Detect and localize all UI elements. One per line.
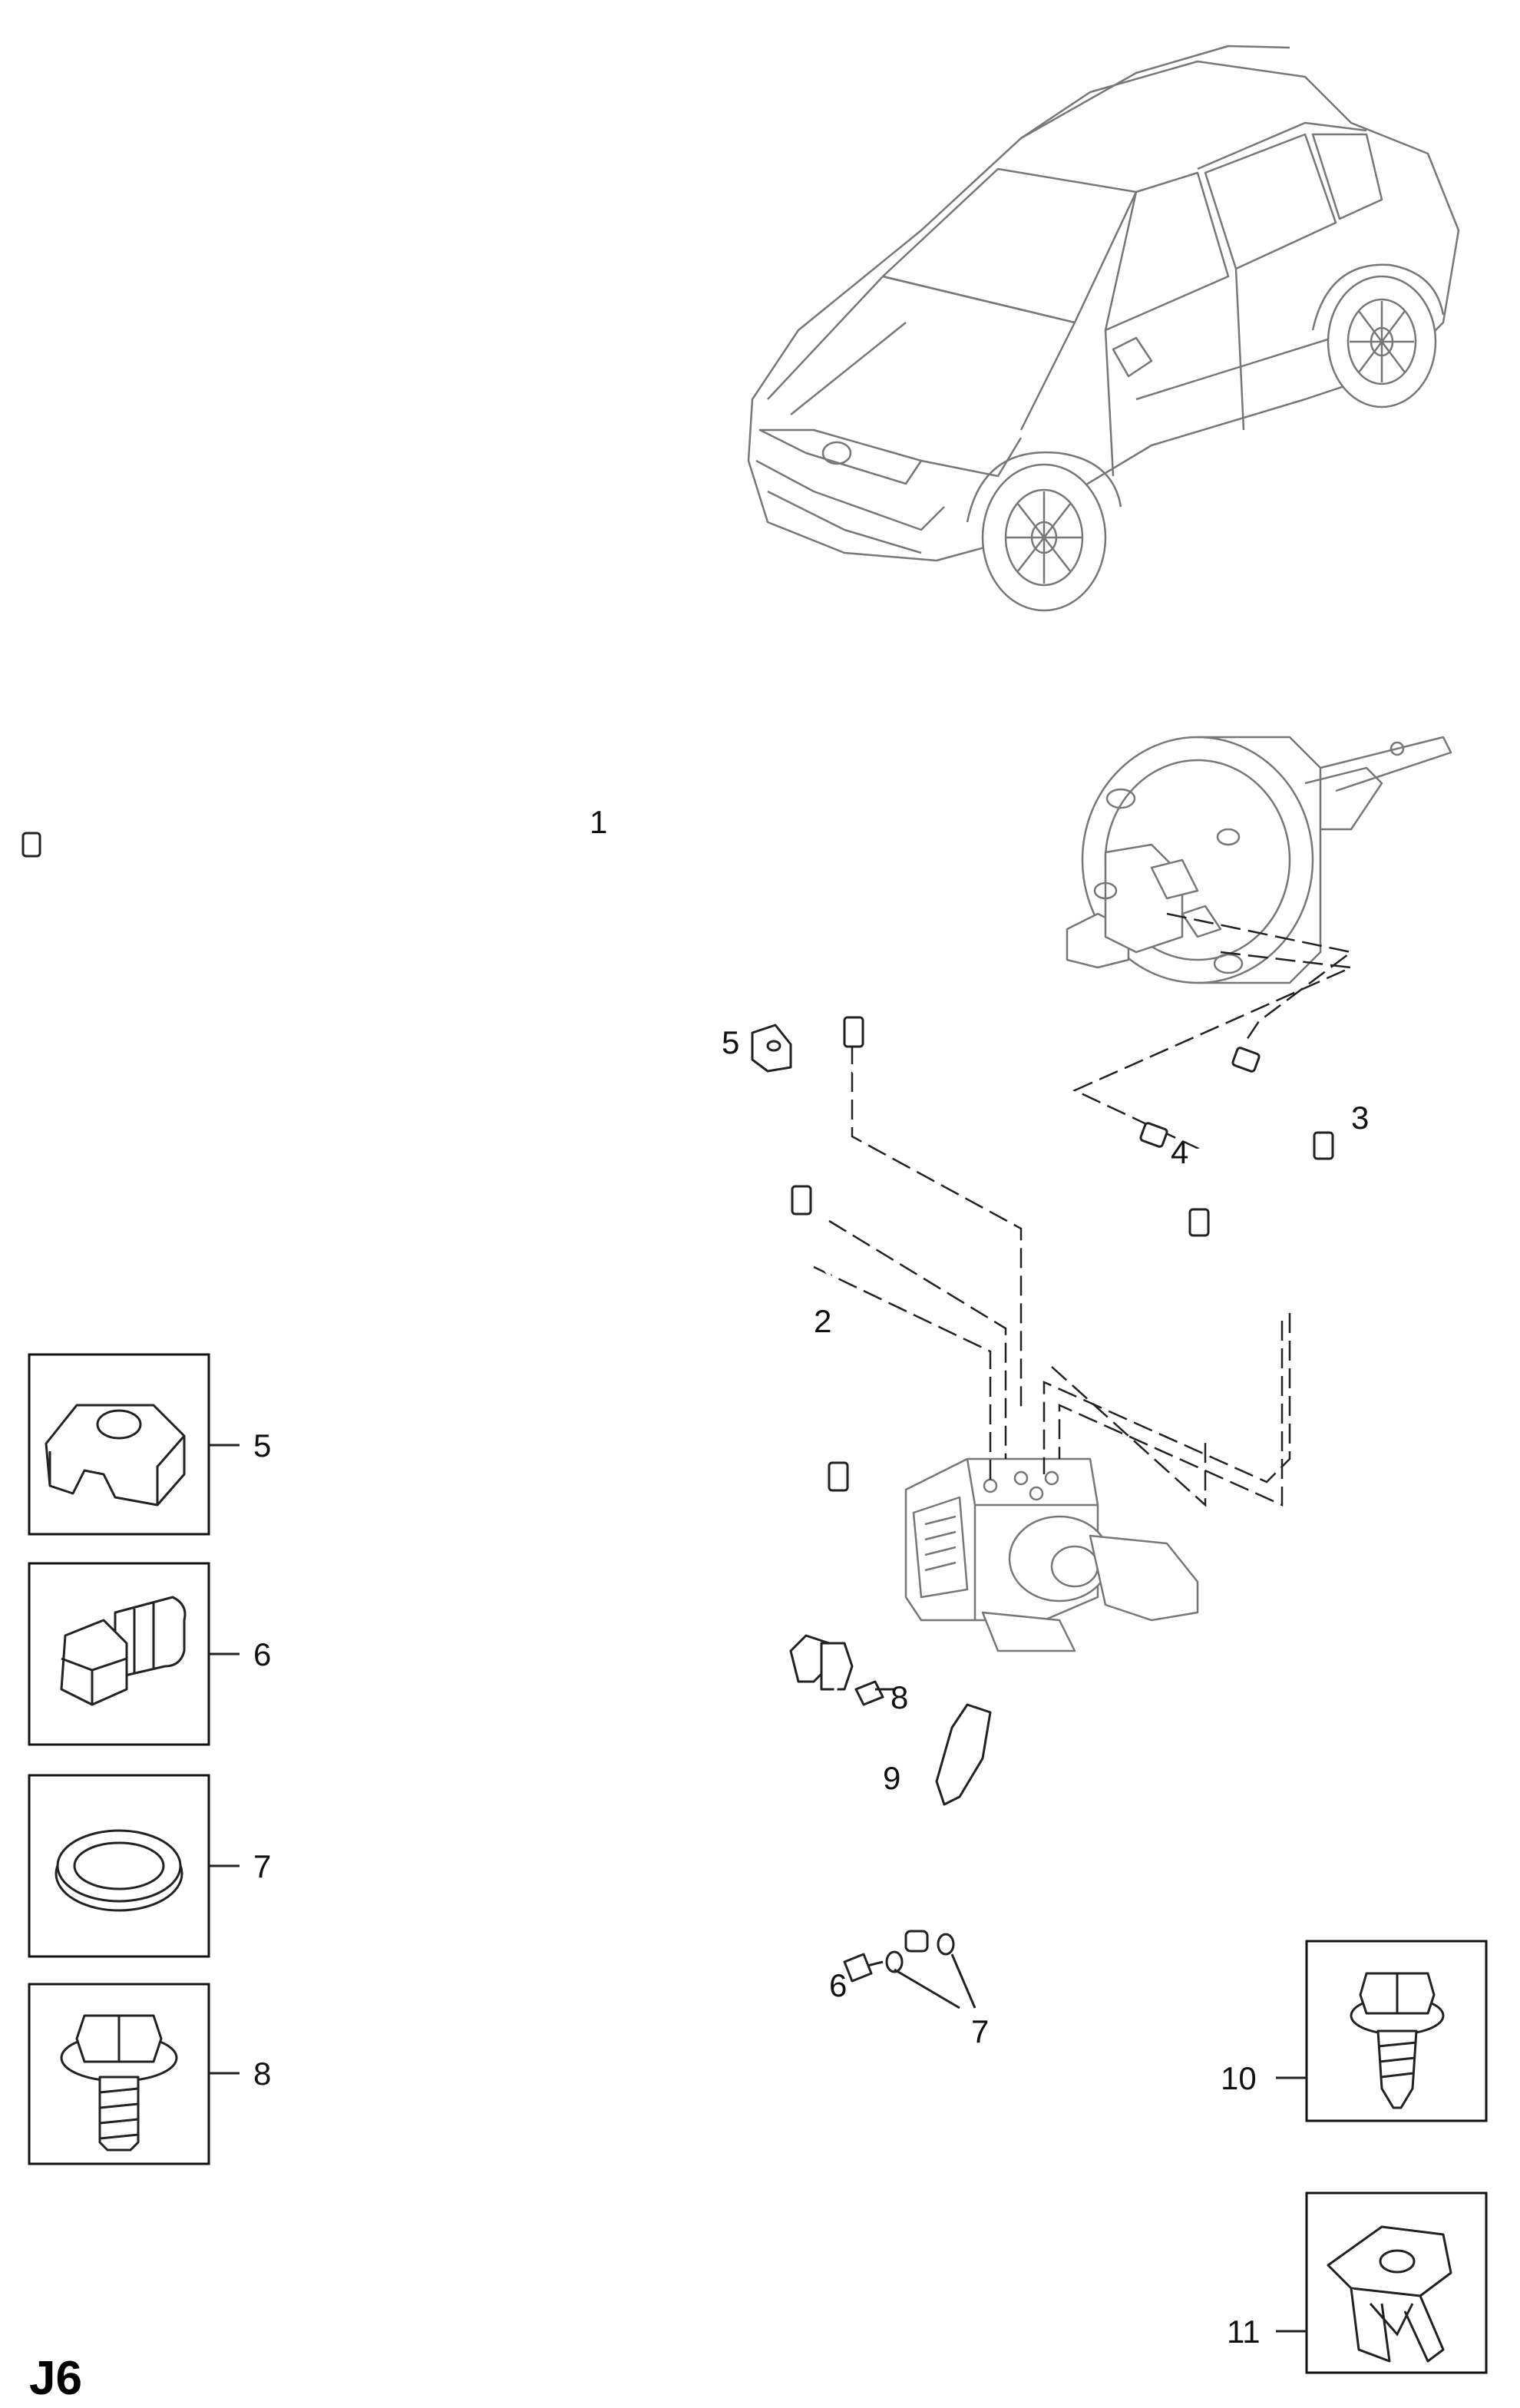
callout-6: 6: [829, 1967, 847, 2003]
brake-pipe-1-loop: [843, 947, 984, 1138]
callout-4: 4: [1171, 1134, 1188, 1170]
callout-9: 9: [883, 1760, 900, 1796]
legend-item-6: 6: [28, 1562, 271, 1746]
brake-booster-illustration: [1066, 736, 1452, 984]
brake-pipe-2: [739, 1104, 877, 1576]
legend-item-10: 10: [1221, 1940, 1488, 2122]
legend-item-5: 5: [28, 1353, 271, 1536]
legend-item-7: 7: [28, 1774, 271, 1958]
callout-3: 3: [1351, 1100, 1369, 1136]
legend-item-8: 8: [28, 1983, 271, 2165]
callout-7: 7: [971, 2013, 989, 2049]
vehicle-illustration: [747, 45, 1460, 612]
legend-num-8: 8: [253, 2056, 271, 2092]
page-code: J6: [29, 2352, 82, 2405]
legend-item-11: 11: [1227, 2191, 1488, 2374]
callout-8: 8: [891, 1679, 908, 1715]
callout-1: 1: [590, 804, 607, 840]
legend-num-10: 10: [1221, 2060, 1257, 2096]
pipe-clip-5: [751, 1024, 792, 1073]
brake-pipe-3: [1231, 1047, 1360, 1307]
brake-pipe-1: [21, 770, 854, 1069]
brake-pipe-4: [1139, 1122, 1276, 1315]
callout-5: 5: [722, 1024, 739, 1060]
legend-num-11: 11: [1227, 2314, 1261, 2350]
legend-num-7: 7: [253, 1848, 271, 1884]
callout-2: 2: [814, 1303, 831, 1339]
legend-num-5: 5: [253, 1427, 271, 1464]
legend-num-6: 6: [253, 1636, 271, 1672]
abs-modulator-illustration: [904, 1457, 1199, 1652]
brake-hose-9: [789, 1634, 992, 2009]
connection-lines: [813, 912, 1355, 1507]
